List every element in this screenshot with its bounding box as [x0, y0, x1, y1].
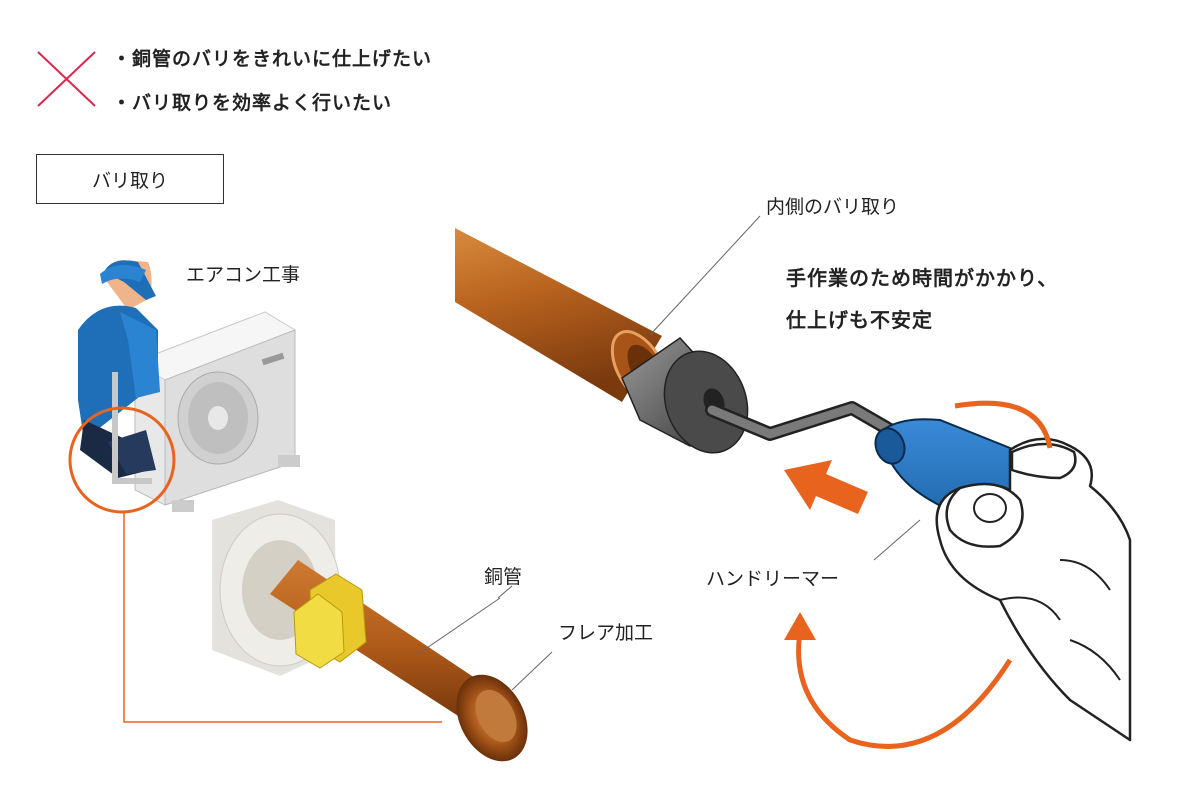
label-inner-deburr: 内側のバリ取り	[766, 192, 899, 219]
note-line-1: 手作業のため時間がかかり、	[786, 262, 1058, 291]
label-copper-pipe: 銅管	[484, 562, 522, 589]
cross-icon	[38, 52, 95, 106]
label-hand-reamer: ハンドリーマー	[706, 564, 839, 591]
hand-reamer-leader	[874, 520, 920, 560]
label-flare: フレア加工	[558, 618, 653, 645]
worker-figure	[78, 260, 160, 484]
label-aircon-work: エアコン工事	[186, 260, 300, 287]
section-label: バリ取り	[92, 166, 168, 193]
outdoor-ac-unit	[135, 312, 300, 512]
note-line-2: 仕上げも不安定	[786, 304, 933, 333]
bullet-1: ・銅管のバリをきれいに仕上げたい	[112, 44, 432, 71]
section-label-box: バリ取り	[36, 154, 224, 204]
pipe-flare-closeup	[212, 500, 552, 774]
bullet-2: ・バリ取りを効率よく行いたい	[112, 88, 392, 115]
push-arrow-icon	[784, 460, 868, 514]
